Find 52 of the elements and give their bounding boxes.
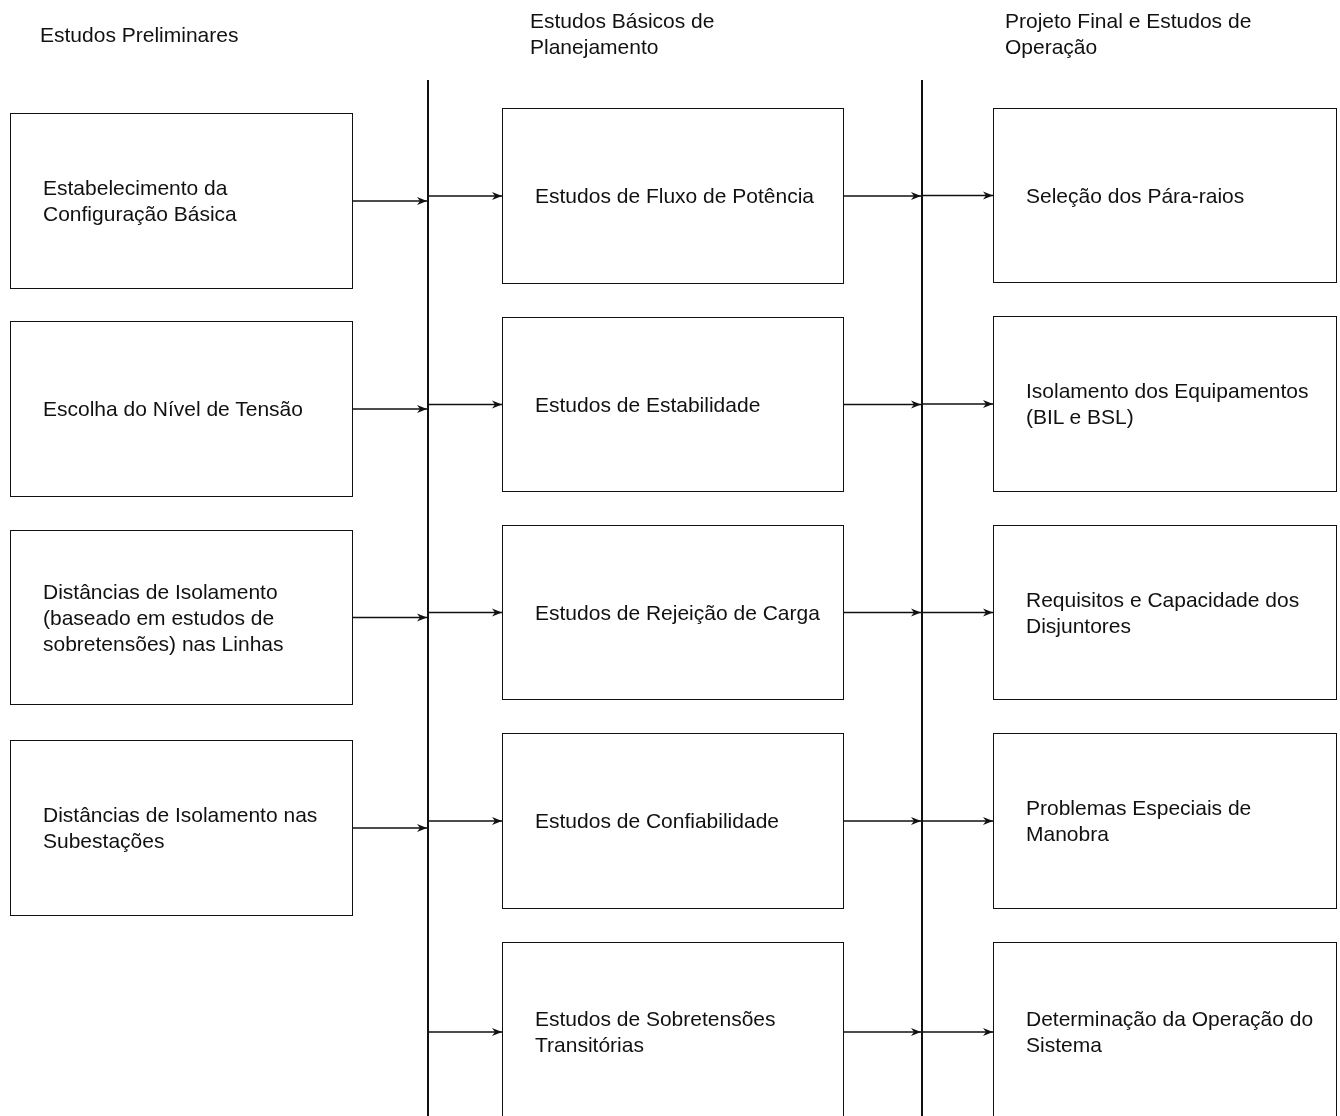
arrow: [843, 817, 922, 825]
box-text: Escolha do Nível de Tensão: [43, 396, 304, 422]
arrow: [922, 400, 994, 408]
process-box: [10, 113, 353, 289]
arrow: [922, 1028, 994, 1036]
box-text: Estudos de Fluxo de Potência: [535, 183, 815, 209]
box-text: Estudos de Confiabilidade: [535, 808, 780, 834]
arrow: [843, 192, 922, 200]
arrow: [428, 817, 503, 825]
process-box: [502, 525, 844, 700]
arrow: [922, 191, 994, 200]
column-heading: Estudos Básicos de Planejamento: [530, 8, 716, 60]
process-box: [502, 733, 844, 909]
arrow: [843, 1028, 922, 1036]
arrow: [352, 405, 428, 413]
bus-line: [921, 80, 923, 1116]
arrow: [352, 613, 428, 622]
box-text: Seleção dos Pára-raios: [1026, 182, 1246, 209]
process-box: [993, 316, 1337, 492]
process-box: [993, 108, 1337, 283]
box-text: Isolamento dos Equipamentos (BIL e BSL): [1026, 378, 1310, 430]
arrow: [428, 1028, 503, 1036]
box-text: Estudos de Rejeição de Carga: [535, 599, 821, 626]
bus-line: [427, 80, 429, 1116]
box-text: Estudos de Estabilidade: [535, 391, 762, 418]
arrow: [352, 197, 428, 205]
process-box: [10, 321, 353, 497]
column-heading: Projeto Final e Estudos de Operação: [1005, 8, 1253, 60]
process-box: [993, 525, 1337, 700]
process-box: [502, 942, 844, 1116]
process-box: [993, 733, 1337, 909]
box-text: Determinação da Operação do Sistema: [1026, 1006, 1315, 1058]
box-text: Estabelecimento da Configuração Básica: [43, 175, 238, 227]
column-heading: Estudos Preliminares: [40, 22, 240, 48]
arrow: [843, 400, 922, 409]
box-text: Problemas Especiais de Manobra: [1026, 795, 1253, 847]
arrow: [843, 608, 922, 617]
process-box: [993, 942, 1337, 1116]
process-box: [502, 108, 844, 284]
process-box: [502, 317, 844, 492]
box-text: Requisitos e Capacidade dos Disjuntores: [1026, 586, 1301, 639]
arrow: [428, 608, 503, 617]
arrow: [428, 192, 503, 200]
arrow: [352, 824, 428, 832]
arrow: [922, 817, 994, 825]
arrow: [922, 608, 994, 617]
box-text: Distâncias de Isolamento (baseado em estudos de sobretensões) nas Linhas: [43, 578, 285, 657]
process-box: [10, 530, 353, 705]
box-text: Estudos de Sobretensões Transitórias: [535, 1006, 777, 1058]
process-box: [10, 740, 353, 916]
arrow: [428, 400, 503, 409]
box-text: Distâncias de Isolamento nas Subestações: [43, 802, 319, 854]
